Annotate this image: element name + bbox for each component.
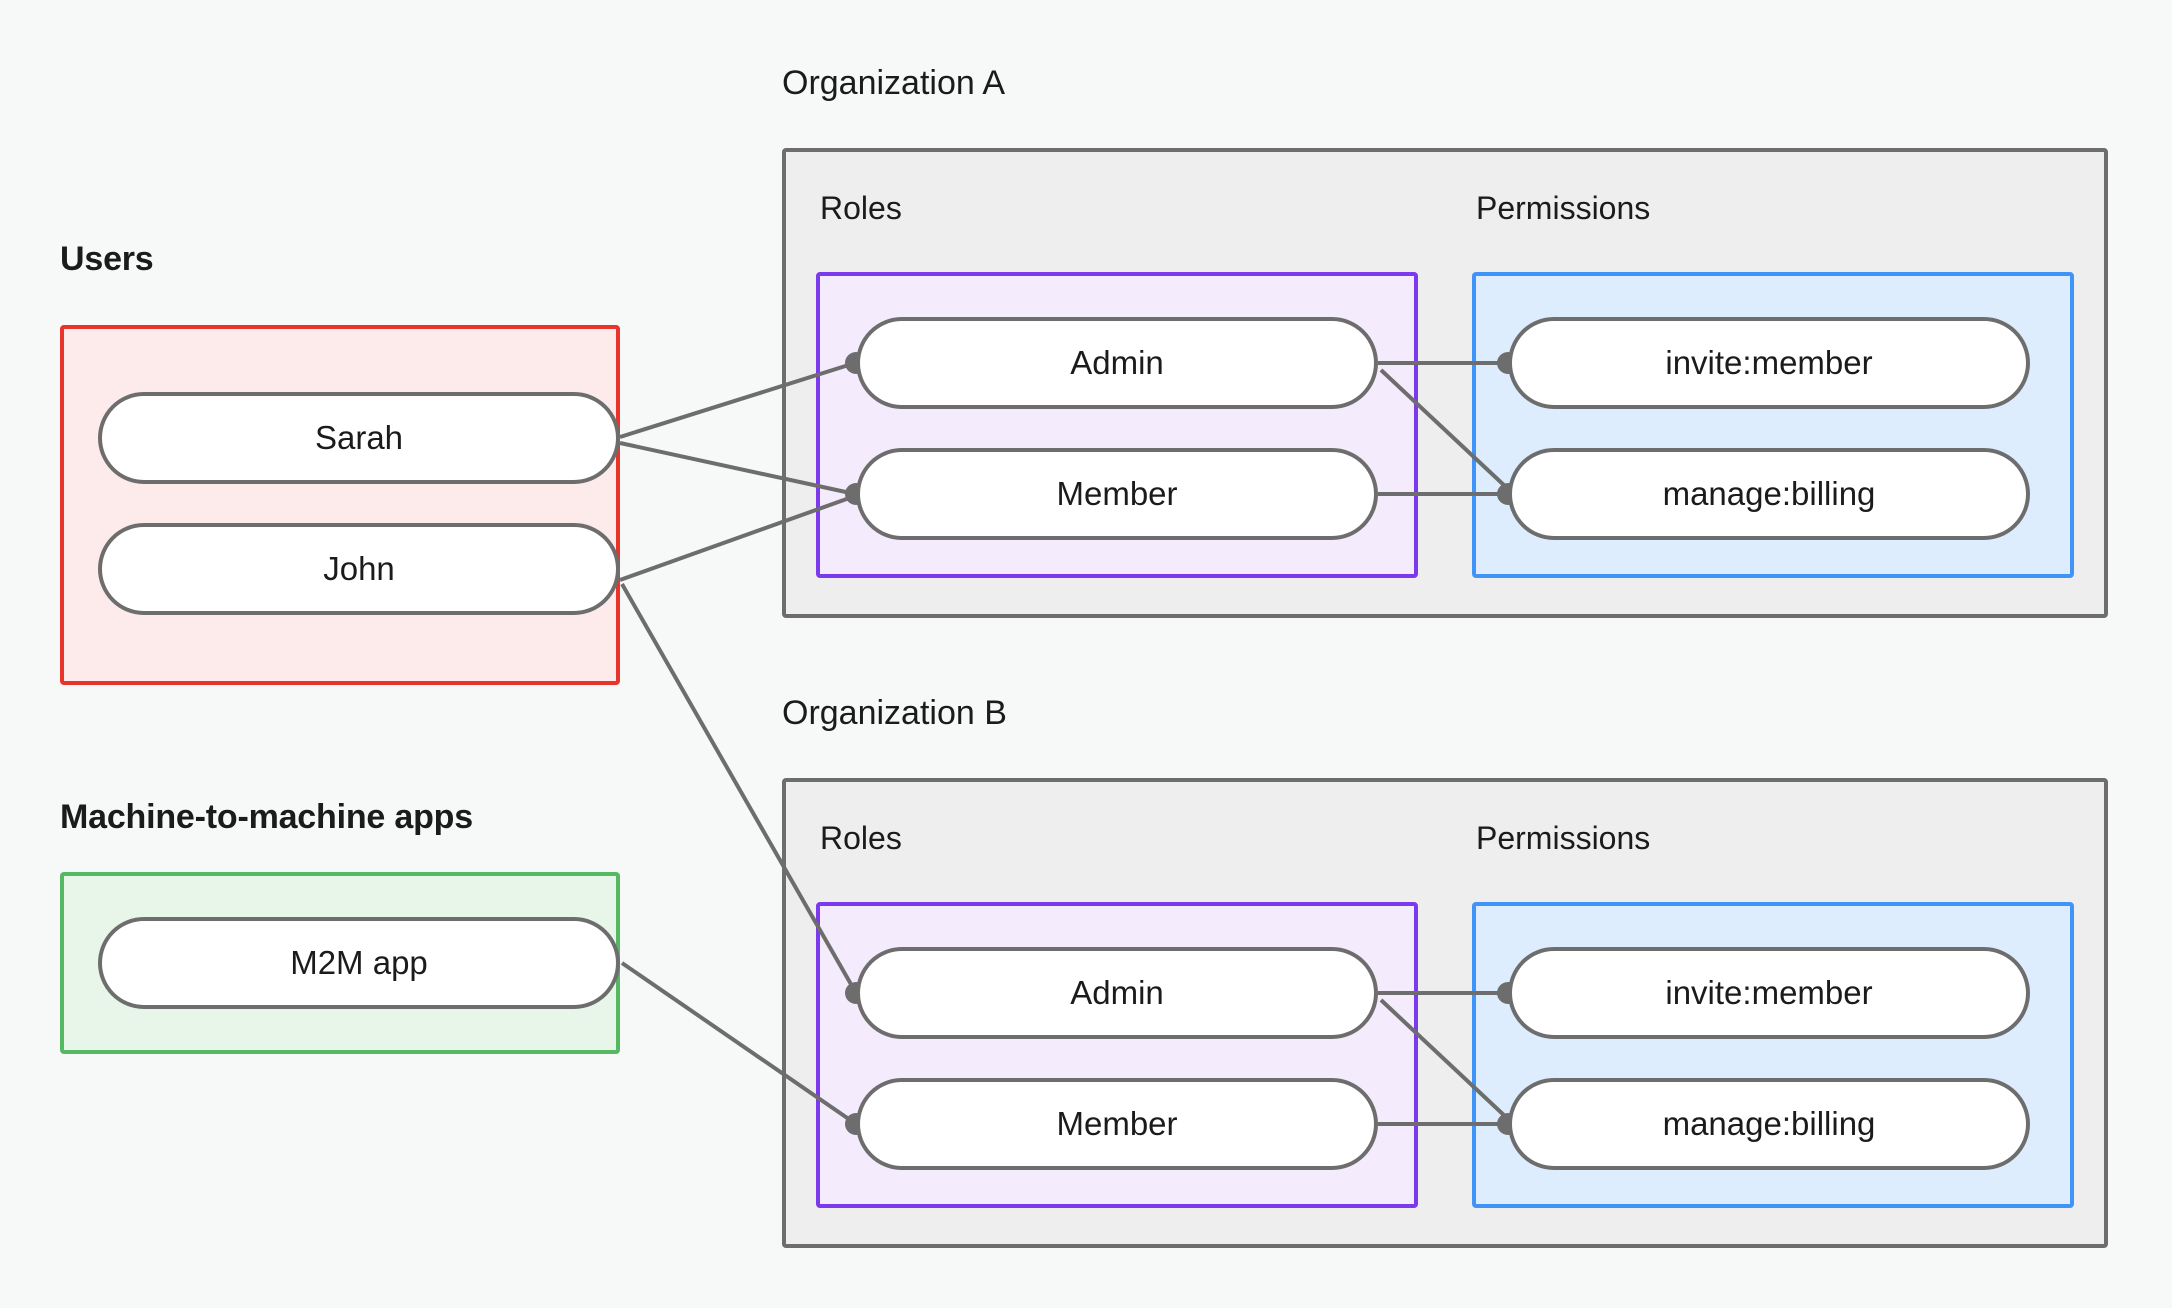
org-a-permissions-label: Permissions [1476, 190, 1651, 226]
org-a-role-admin[interactable]: Admin [856, 317, 1378, 409]
org-b-permissions-label: Permissions [1476, 820, 1651, 856]
users-group-box [60, 325, 620, 685]
org-a-permission-manage-billing[interactable]: manage:billing [1508, 448, 2030, 540]
org-a-roles-label: Roles [820, 190, 902, 226]
org-b-roles-label: Roles [820, 820, 902, 856]
org-a-role-member[interactable]: Member [856, 448, 1378, 540]
org-a-label: Organization A [782, 64, 1006, 102]
org-a-permission-invite-member[interactable]: invite:member [1508, 317, 2030, 409]
org-b-label: Organization B [782, 694, 1007, 732]
m2m-node-app[interactable]: M2M app [98, 917, 620, 1009]
user-node-sarah[interactable]: Sarah [98, 392, 620, 484]
user-node-john[interactable]: John [98, 523, 620, 615]
org-b-permission-manage-billing[interactable]: manage:billing [1508, 1078, 2030, 1170]
m2m-group-label: Machine-to-machine apps [60, 798, 473, 836]
org-b-permission-invite-member[interactable]: invite:member [1508, 947, 2030, 1039]
org-b-role-member[interactable]: Member [856, 1078, 1378, 1170]
org-b-role-admin[interactable]: Admin [856, 947, 1378, 1039]
users-group-label: Users [60, 240, 154, 278]
